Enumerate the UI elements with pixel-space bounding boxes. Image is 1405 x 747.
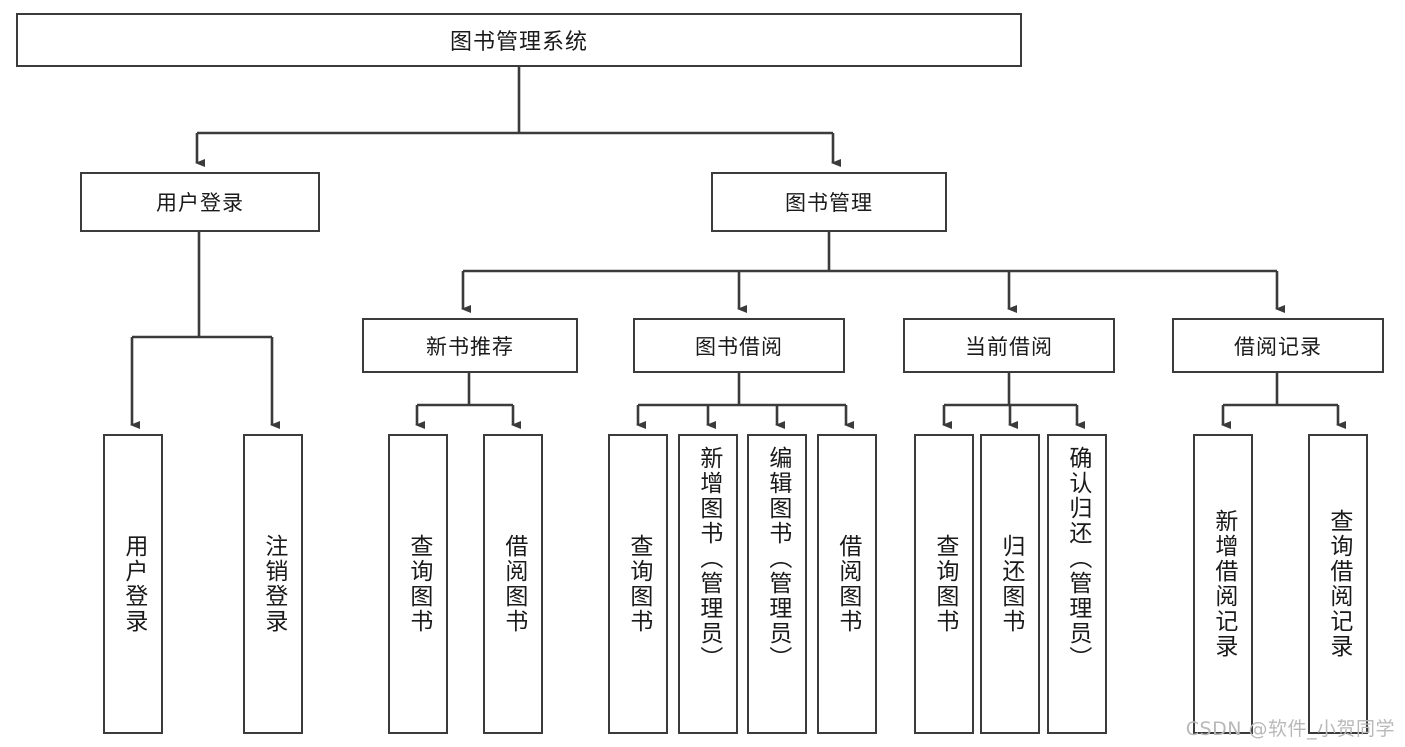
node-leaf-return-book[interactable]: 归还图书 [980, 434, 1040, 734]
node-root-label: 图书管理系统 [449, 30, 588, 55]
node-leaf-query-book-1-label: 查询图书 [405, 534, 432, 634]
node-leaf-query-book-3[interactable]: 查询图书 [914, 434, 974, 734]
node-leaf-confirm-return[interactable]: 确认归还（管理员） [1047, 434, 1107, 734]
node-leaf-borrow-book-1-label: 借阅图书 [500, 534, 527, 634]
node-user-login-label: 用户登录 [156, 191, 244, 215]
node-leaf-add-book[interactable]: 新增图书（管理员） [678, 434, 738, 734]
node-new-book-recommend[interactable]: 新书推荐 [362, 318, 578, 373]
node-leaf-logout-login[interactable]: 注销登录 [243, 434, 303, 734]
node-current-borrow[interactable]: 当前借阅 [903, 318, 1115, 373]
node-leaf-edit-book-label: 编辑图书（管理员） [764, 446, 791, 671]
node-leaf-confirm-return-label: 确认归还（管理员） [1064, 446, 1091, 671]
node-leaf-user-login-label: 用户登录 [120, 534, 147, 634]
node-current-borrow-label: 当前借阅 [965, 334, 1053, 359]
node-leaf-query-book-2-label: 查询图书 [625, 534, 652, 634]
node-leaf-query-book-1[interactable]: 查询图书 [388, 434, 448, 734]
node-leaf-query-book-2[interactable]: 查询图书 [608, 434, 668, 734]
node-leaf-add-record-label: 新增借阅记录 [1210, 509, 1237, 659]
node-user-login[interactable]: 用户登录 [80, 172, 320, 232]
node-leaf-logout-login-label: 注销登录 [260, 534, 287, 634]
node-leaf-return-book-label: 归还图书 [997, 534, 1024, 634]
node-leaf-user-login[interactable]: 用户登录 [103, 434, 163, 734]
node-borrow-record[interactable]: 借阅记录 [1172, 318, 1384, 373]
node-leaf-add-book-label: 新增图书（管理员） [695, 446, 722, 671]
node-leaf-borrow-book-1[interactable]: 借阅图书 [483, 434, 543, 734]
node-root-system[interactable]: 图书管理系统 [16, 13, 1022, 67]
node-book-management-label: 图书管理 [785, 191, 873, 215]
node-leaf-query-record[interactable]: 查询借阅记录 [1308, 434, 1368, 734]
node-leaf-query-record-label: 查询借阅记录 [1325, 509, 1352, 659]
node-leaf-add-record[interactable]: 新增借阅记录 [1193, 434, 1253, 734]
node-leaf-query-book-3-label: 查询图书 [931, 534, 958, 634]
node-book-borrow[interactable]: 图书借阅 [633, 318, 845, 373]
node-borrow-record-label: 借阅记录 [1234, 334, 1322, 359]
node-leaf-borrow-book-2-label: 借阅图书 [834, 534, 861, 634]
node-new-book-recommend-label: 新书推荐 [426, 334, 514, 359]
node-leaf-borrow-book-2[interactable]: 借阅图书 [817, 434, 877, 734]
node-leaf-edit-book[interactable]: 编辑图书（管理员） [747, 434, 807, 734]
watermark-text: CSDN @软件_小贺同学 [1185, 718, 1395, 740]
node-book-management[interactable]: 图书管理 [711, 172, 947, 232]
node-book-borrow-label: 图书借阅 [695, 334, 783, 359]
